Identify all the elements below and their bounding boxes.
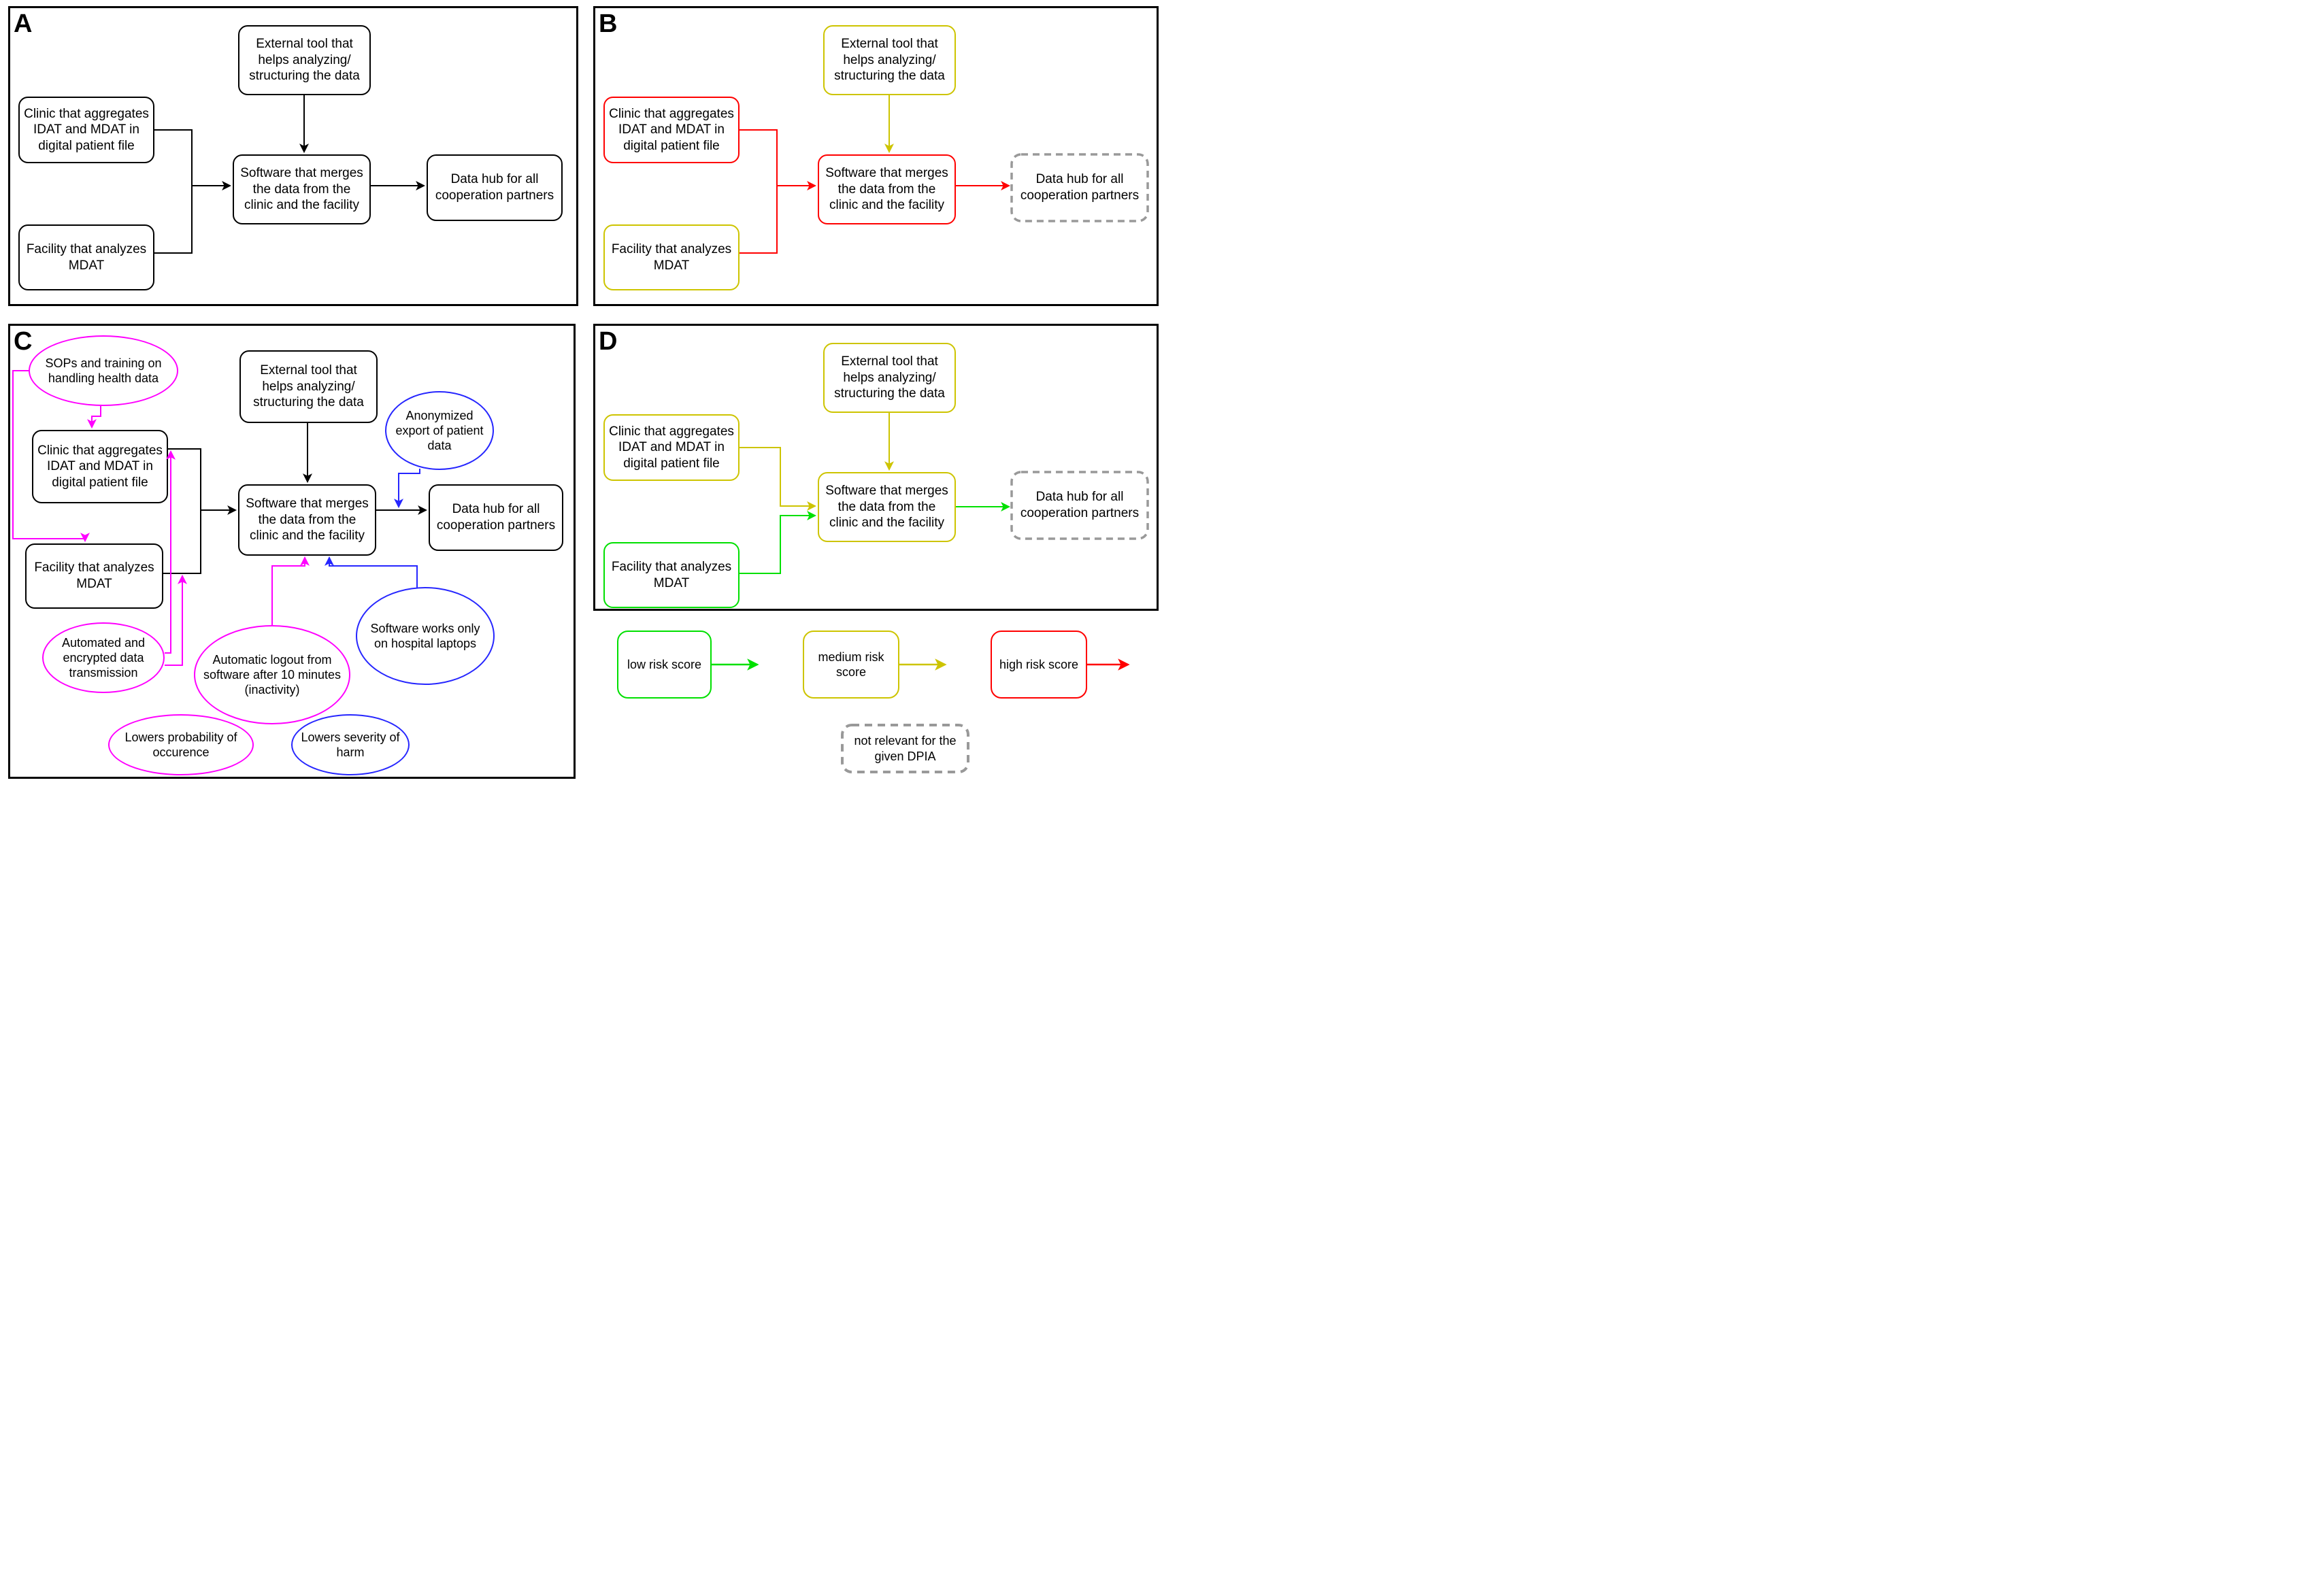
c-data-hub-box: Data hub for all cooperation partners [429, 484, 563, 551]
c-lowers-severity-ellipse: Lowers severity of harm [291, 714, 410, 775]
panel-a-label: A [14, 10, 33, 38]
c-lowers-probability-ellipse: Lowers probability of occurence [108, 714, 254, 775]
figure-canvas: A B C D External tool that helps analyzi… [0, 0, 1162, 789]
panel-c-label: C [14, 327, 33, 356]
panel-d [593, 324, 1159, 611]
c-anonymized-export-ellipse: Anonymized export of patient data [385, 391, 494, 470]
c-clinic-box: Clinic that aggregates IDAT and MDAT in … [32, 430, 168, 503]
b-clinic-box: Clinic that aggregates IDAT and MDAT in … [603, 97, 740, 163]
d-external-tool-box: External tool that helps analyzing/ stru… [823, 343, 956, 413]
panel-b-label: B [599, 10, 618, 38]
b-external-tool-box: External tool that helps analyzing/ stru… [823, 25, 956, 95]
a-data-hub-box: Data hub for all cooperation partners [427, 154, 563, 221]
c-encrypted-transmission-ellipse: Automated and encrypted data transmissio… [42, 622, 165, 693]
panel-a [8, 6, 578, 306]
b-facility-box: Facility that analyzes MDAT [603, 224, 740, 290]
d-facility-box: Facility that analyzes MDAT [603, 542, 740, 608]
c-external-tool-box: External tool that helps analyzing/ stru… [239, 350, 378, 423]
panel-c [8, 324, 576, 779]
c-facility-box: Facility that analyzes MDAT [25, 543, 163, 609]
b-data-hub-box: Data hub for all cooperation partners [1020, 172, 1140, 203]
d-clinic-box: Clinic that aggregates IDAT and MDAT in … [603, 414, 740, 481]
d-data-hub-box: Data hub for all cooperation partners [1020, 490, 1140, 520]
legend-low-risk-box: low risk score [617, 631, 712, 699]
c-auto-logout-ellipse: Automatic logout from software after 10 … [194, 625, 350, 724]
c-software-box: Software that merges the data from the c… [238, 484, 376, 556]
d-software-box: Software that merges the data from the c… [818, 472, 956, 542]
c-hospital-laptops-ellipse: Software works only on hospital laptops [356, 587, 495, 685]
a-facility-box: Facility that analyzes MDAT [18, 224, 154, 290]
legend-medium-risk-box: medium risk score [803, 631, 899, 699]
a-external-tool-box: External tool that helps analyzing/ stru… [238, 25, 371, 95]
c-sops-ellipse: SOPs and training on handling health dat… [29, 335, 178, 406]
legend-not-relevant-box: not relevant for the given DPIA [854, 734, 957, 763]
a-clinic-box: Clinic that aggregates IDAT and MDAT in … [18, 97, 154, 163]
panel-b [593, 6, 1159, 306]
panel-d-label: D [599, 327, 618, 356]
legend-high-risk-box: high risk score [991, 631, 1087, 699]
a-software-box: Software that merges the data from the c… [233, 154, 371, 224]
b-software-box: Software that merges the data from the c… [818, 154, 956, 224]
